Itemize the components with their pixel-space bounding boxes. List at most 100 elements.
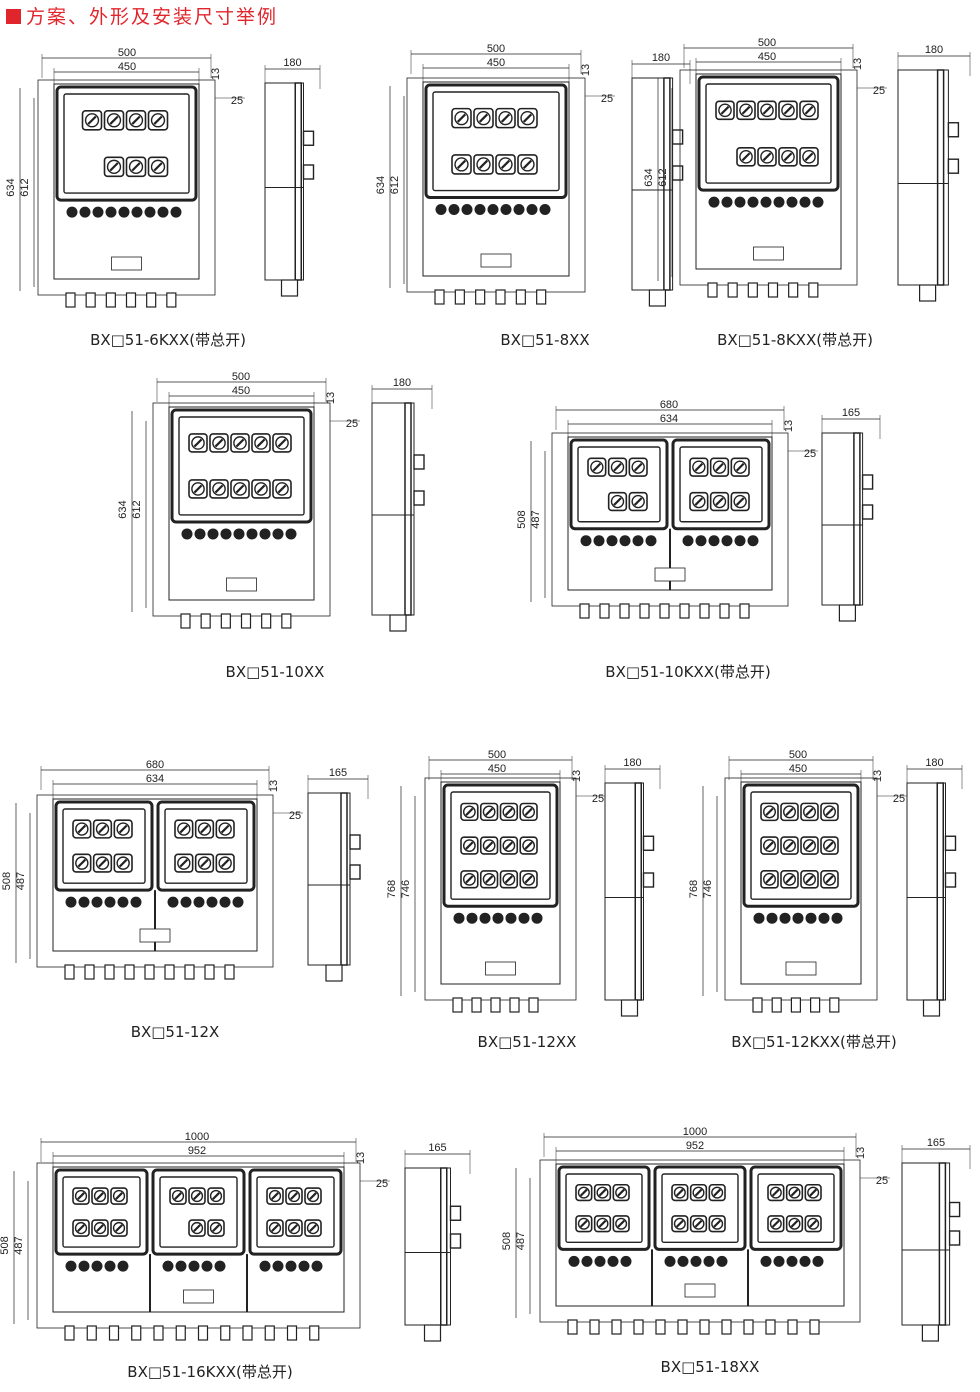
- cable-gland-icon: [108, 1325, 120, 1341]
- control-panel: [170, 408, 313, 524]
- terminal-icon: [219, 896, 231, 908]
- inner-height-dim: 487: [515, 1232, 527, 1250]
- side-offset-dim: 25: [804, 448, 816, 460]
- switch-handle: [465, 807, 474, 816]
- outer-height-dim: 768: [688, 880, 700, 898]
- cable-gland-icon: [579, 603, 590, 619]
- side-gland-icon: [389, 614, 407, 632]
- switch-handle: [193, 1224, 201, 1233]
- switch-handle: [741, 105, 751, 115]
- depth-dim: 165: [329, 767, 347, 779]
- terminal-icon: [207, 528, 219, 540]
- cable-gland-icon: [242, 1325, 253, 1341]
- outer-width-dim: 500: [118, 47, 136, 59]
- switch-handle: [762, 152, 772, 162]
- cable-gland-icon: [721, 1319, 732, 1335]
- panel-window: [565, 1173, 643, 1244]
- switch-handle: [785, 807, 794, 817]
- side-handle-icon: [642, 872, 655, 888]
- switch-handle: [109, 162, 119, 172]
- terminal-icon: [479, 912, 491, 924]
- control-panel: [742, 783, 860, 908]
- depth-dim: 165: [927, 1137, 945, 1149]
- terminal-icon: [812, 1255, 824, 1267]
- terminal-icon: [708, 196, 720, 208]
- side-gland-icon: [423, 1324, 442, 1342]
- cable-gland-icon: [719, 603, 730, 619]
- switch-handle: [153, 115, 163, 125]
- cable-gland-icon: [471, 997, 482, 1013]
- side-handle-icon: [413, 490, 425, 506]
- inner-width-dim: 450: [758, 51, 776, 63]
- cable-gland-icon: [490, 997, 501, 1013]
- terminal-icon: [180, 896, 192, 908]
- side-offset-dim: 25: [592, 793, 604, 805]
- switch-handle: [77, 1192, 85, 1201]
- terminal-icon: [167, 896, 179, 908]
- top-offset-dim: 13: [855, 1147, 867, 1159]
- side-handle-icon: [861, 474, 874, 490]
- switch-handle: [613, 497, 622, 506]
- terminal-icon: [220, 528, 232, 540]
- switch-handle: [790, 1219, 799, 1228]
- mounting-plate: [36, 794, 274, 968]
- control-panel: [671, 438, 771, 531]
- switch-handle: [805, 841, 814, 850]
- switch-handle: [633, 462, 643, 472]
- nameplate: [485, 961, 516, 976]
- cable-gland-icon: [679, 603, 690, 619]
- cable-gland-icon: [220, 613, 231, 629]
- switch-handle: [522, 159, 533, 169]
- depth-dim: 180: [925, 44, 943, 56]
- terminal-icon: [799, 1255, 811, 1267]
- switch-handle: [277, 438, 287, 448]
- switch-handle: [735, 497, 745, 506]
- side-view-body: [604, 782, 644, 1001]
- side-flange: [936, 69, 945, 286]
- switch-handle: [579, 1188, 588, 1197]
- cable-gland-icon: [64, 964, 75, 980]
- nameplate: [226, 577, 257, 592]
- terminal-icon: [461, 204, 473, 216]
- cable-gland-icon: [599, 603, 610, 619]
- terminal-icon: [131, 206, 143, 218]
- switch-handle: [741, 152, 751, 162]
- side-flange: [294, 82, 302, 281]
- terminal-icon: [607, 1255, 619, 1267]
- switch-handle: [220, 858, 230, 868]
- side-flange: [936, 782, 944, 1001]
- switch-handle: [713, 1219, 722, 1228]
- control-panel: [151, 1168, 246, 1256]
- terminal-icon: [487, 204, 499, 216]
- terminal-icon: [246, 528, 258, 540]
- cable-gland-icon: [224, 964, 235, 980]
- side-view-body: [264, 82, 304, 281]
- panel-window: [750, 791, 852, 900]
- terminal-icon: [453, 912, 465, 924]
- terminal-icon: [760, 196, 772, 208]
- cable-gland-icon: [281, 613, 292, 629]
- switch-handle: [179, 858, 189, 868]
- terminal-icon: [792, 912, 804, 924]
- cable-gland-icon: [197, 1325, 209, 1341]
- switch-handle: [193, 484, 203, 494]
- cable-gland-icon: [65, 292, 76, 308]
- side-offset-dim: 25: [876, 1175, 888, 1187]
- switch-handle: [235, 438, 245, 448]
- terminal-icon: [500, 204, 512, 216]
- cable-gland-icon: [104, 964, 115, 980]
- cable-gland-icon: [264, 1325, 275, 1341]
- cable-gland-icon: [64, 1325, 75, 1341]
- outer-width-dim: 500: [789, 749, 807, 761]
- outer-width-dim: 500: [488, 749, 506, 761]
- inner-height-dim: 746: [400, 880, 412, 898]
- side-gland-icon: [922, 999, 941, 1017]
- switch-handle: [77, 1224, 85, 1233]
- terminal-icon: [448, 204, 460, 216]
- switch-handle: [290, 1192, 298, 1201]
- panel-window: [432, 91, 560, 192]
- switch-handle: [271, 1224, 279, 1233]
- cable-gland-icon: [536, 289, 547, 305]
